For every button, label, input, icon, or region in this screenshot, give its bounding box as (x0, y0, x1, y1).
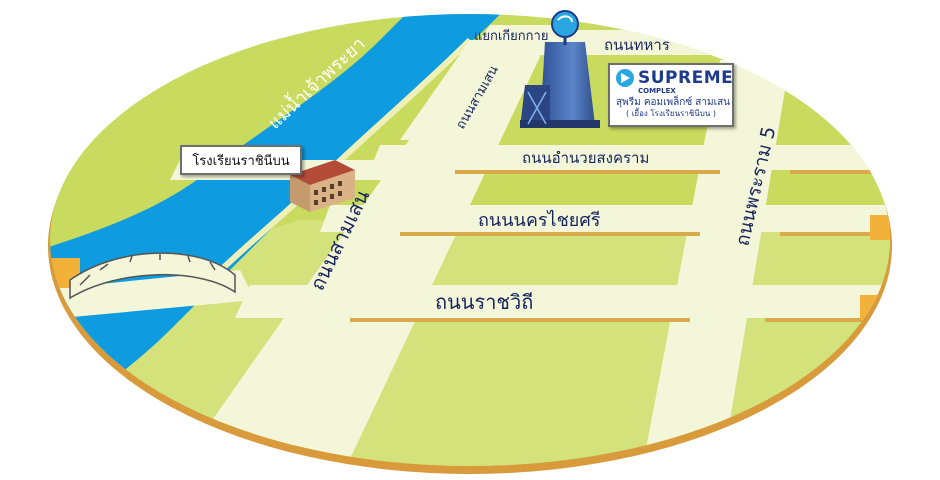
tower-icon (520, 10, 600, 128)
road-ratchawithi-label: ถนนราชวิถี (435, 290, 533, 314)
brand-subtitle: COMPLEX (638, 87, 676, 95)
school-label: โรงเรียนราชินีบน (192, 153, 290, 169)
bridge-icon (69, 252, 236, 300)
road-network (50, 25, 890, 466)
project-thai-name: สุพรีม คอมเพล็กซ์ สามเสน (616, 97, 730, 108)
edge-accent-right-1 (870, 215, 890, 240)
brand-name: SUPREME (638, 68, 734, 88)
brand-row: SUPREME (616, 69, 733, 87)
road-nakhon-chaisri-label: ถนนนครไชยศรี (478, 209, 601, 231)
project-thai-note: ( เยื้อง โรงเรียนราชินีบน ) (626, 109, 716, 118)
brand-mark-icon (616, 69, 634, 87)
road-amnuay-label: ถนนอำนวยสงคราม (522, 149, 649, 167)
building-icon (290, 160, 355, 212)
project-callout: SUPREME COMPLEX สุพรีม คอมเพล็กซ์ สามเสน… (608, 63, 734, 127)
school-callout: โรงเรียนราชินีบน (180, 145, 302, 175)
intersection-label: แยกเกียกกาย (474, 28, 548, 44)
road-thahan-label: ถนนทหาร (604, 36, 670, 54)
